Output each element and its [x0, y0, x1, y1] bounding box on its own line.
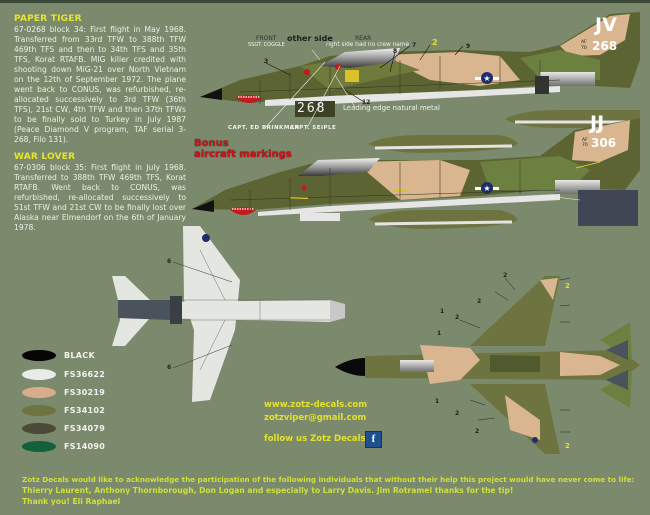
fuel-tank-top [368, 135, 518, 153]
engine-exhaust [540, 72, 595, 86]
front-crew-name: SSGT. COGGLE [248, 42, 285, 48]
legend-item-fs34079: FS34079 [22, 423, 105, 434]
callout-9: 9 [466, 43, 471, 50]
facebook-icon[interactable]: f [365, 431, 382, 448]
topside-callout-2d: 2 [565, 282, 570, 290]
callout-12: 12 [362, 99, 371, 106]
nose-number-268: 268 [297, 101, 327, 116]
side-view-war-lover: ★ [192, 118, 640, 229]
tail-code-jv: JV [595, 14, 617, 36]
us-insignia [481, 72, 493, 84]
camo-dark [490, 355, 540, 372]
nose-radome [192, 200, 214, 212]
topside-callout-2c: 2 [455, 314, 460, 321]
ack-line-3: Thank you! Eli Raphael [22, 497, 121, 506]
detail-photo [578, 190, 638, 226]
swatch-fs14090 [22, 441, 56, 452]
topside-callout-2g: 2 [565, 442, 570, 450]
callout-7: 7 [412, 42, 417, 49]
tail-af-2: AF [582, 138, 588, 143]
us-insignia [481, 182, 493, 194]
rear-label: REAR [355, 35, 372, 42]
tail-serial-306: 306 [591, 136, 617, 150]
war-lover-title: WAR LOVER [14, 152, 76, 162]
legend-label: FS34102 [64, 406, 106, 415]
legend-item-fs30219: FS30219 [22, 387, 105, 398]
nose-radome [200, 88, 222, 100]
engine-nozzles [170, 296, 182, 324]
legend-label: FS34079 [64, 424, 106, 433]
war-lover-history: 67-0306 block 35: First flight in July 1… [14, 163, 186, 232]
legend-item-black: BLACK [22, 350, 95, 361]
crew-name-seiple: CAPT. SEIPLE [290, 125, 337, 131]
camo-tan-tail [572, 120, 630, 162]
topside-plan-view [335, 276, 640, 454]
camo-tan [420, 278, 620, 440]
tail-af: AF [581, 40, 587, 45]
underside-plan-view [112, 226, 345, 402]
legend-item-fs14090: FS14090 [22, 441, 105, 452]
swatch-fs34102 [22, 405, 56, 416]
legend-item-fs34102: FS34102 [22, 405, 105, 416]
bonus-line-2: aircraft markings [194, 149, 292, 160]
nose-radome-top [335, 358, 365, 376]
follow-us-text: follow us Zotz Decals [264, 434, 366, 444]
intake-underside [265, 86, 560, 106]
left-wing-top [470, 276, 560, 346]
tail-code-jj: JJ [590, 112, 605, 134]
tail-serial-268: 268 [592, 39, 618, 53]
underside-callout-6b: 6 [167, 364, 172, 371]
rear-note: right side had no crew name [326, 42, 410, 48]
svg-text:★: ★ [483, 74, 490, 83]
topside-callout-2a: 2 [503, 272, 508, 279]
swatch-fs36622 [22, 369, 56, 380]
callout-2: 2 [432, 38, 438, 47]
legend-label: FS14090 [64, 442, 106, 451]
topside-callout-2b: 2 [477, 298, 482, 305]
front-label: FRONT [256, 35, 277, 42]
fuel-tank-bottom [368, 210, 518, 229]
callout-8: 8 [393, 48, 398, 55]
canopy [298, 158, 380, 176]
nose-number-plate [295, 101, 335, 117]
email-link[interactable]: zotzviper@gmail.com [264, 413, 367, 423]
fuselage-underside [150, 300, 330, 322]
topside-callout-2f: 2 [475, 428, 480, 435]
top-border [0, 0, 650, 3]
swatch-fs30219 [22, 387, 56, 398]
crew-name-brinkman: CAPT. ED BRINKMAN [228, 125, 300, 131]
swatch-fs34079 [22, 423, 56, 434]
underside-callout-6a: 6 [167, 258, 172, 265]
leading-edge-note: Leading edge natural metal [343, 104, 440, 112]
other-side-label: other side [287, 34, 333, 43]
tail-year-2: 70 [582, 143, 588, 148]
legend-label: BLACK [64, 351, 95, 360]
ack-line-2: Thierry Laurent, Anthony Thornborough, D… [22, 486, 514, 495]
bonus-title: Bonus aircraft markings [194, 138, 292, 160]
topside-callout-1c: 1 [435, 398, 440, 405]
tail-dark [118, 300, 172, 320]
camo-tan [355, 160, 470, 200]
svg-text:★: ★ [483, 184, 490, 193]
swatch-black [22, 350, 56, 361]
kill-marking [345, 70, 359, 82]
callout-3: 3 [264, 58, 269, 65]
paper-tiger-title: PAPER TIGER [14, 14, 82, 24]
legend-label: FS36622 [64, 370, 106, 379]
legend-item-fs36622: FS36622 [22, 369, 105, 380]
ack-line-1: Zotz Decals would like to acknowledge th… [22, 475, 635, 484]
canopy [320, 48, 400, 68]
legend-label: FS30219 [64, 388, 106, 397]
us-insignia [202, 234, 210, 242]
intake-underside [258, 194, 560, 216]
bonus-line-1: Bonus [194, 138, 229, 149]
website-link[interactable]: www.zotz-decals.com [264, 400, 368, 410]
paper-tiger-history: 67-0268 block 34: First flight in May 19… [14, 25, 186, 144]
topside-callout-2e: 2 [455, 410, 460, 417]
topside-callout-1b: 1 [437, 330, 442, 337]
acknowledgement: Zotz Decals would like to acknowledge th… [22, 474, 642, 507]
camo-tan-tail [560, 14, 630, 56]
topside-callout-1a: 1 [440, 308, 445, 315]
tail-year: 70 [581, 46, 587, 51]
